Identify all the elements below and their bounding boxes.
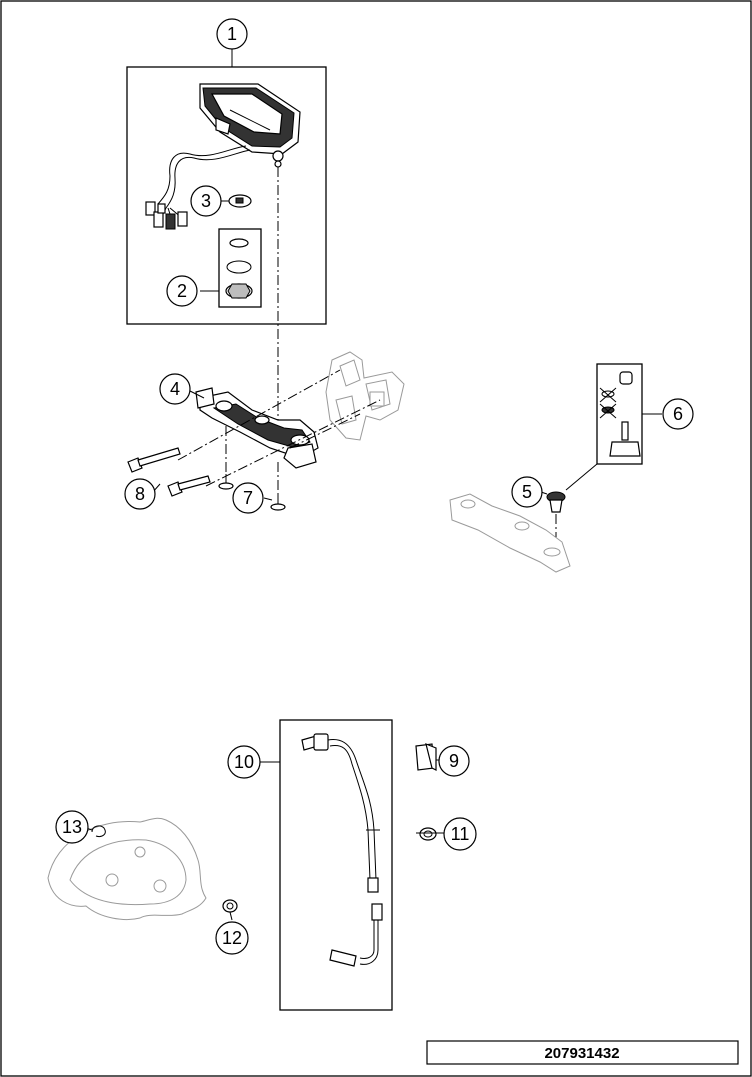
kit-frame-1 [126,66,327,325]
brake-disc-outline [47,817,207,920]
callout-9: 9 [438,745,470,777]
callout-7: 7 [232,482,264,514]
part-8-bolt-lower [167,475,211,497]
callout-13: 13 [55,810,89,844]
svg-text:2: 2 [177,281,187,301]
part-4-bracket [195,387,319,469]
kit-frame-10 [279,719,393,1011]
drawing-number: 207931432 [544,1045,619,1062]
callout-2: 2 [166,275,198,307]
svg-text:13: 13 [62,817,82,837]
callout-4: 4 [159,373,191,405]
svg-text:7: 7 [243,488,253,508]
lower-bracket-outline [449,493,571,573]
svg-text:12: 12 [222,928,242,948]
part-9-clip [415,743,437,771]
speedometer-unit [199,83,301,168]
callout-6: 6 [662,398,694,430]
svg-text:5: 5 [522,482,532,502]
part-2-seal-set [225,238,253,299]
part-7-screw-right [270,462,286,511]
part-10-speed-sensor-cable [301,733,383,967]
callout-8: 8 [124,478,156,510]
svg-text:1: 1 [227,24,237,44]
svg-text:4: 4 [170,379,180,399]
part-8-bolt-upper [127,447,181,473]
svg-text:9: 9 [449,751,459,771]
bracket-holder-outline [325,351,405,441]
part-6-components [599,371,641,457]
drawing-number-box: 207931432 [426,1040,739,1065]
part-13-retaining-ring [91,825,106,837]
callout-3: 3 [190,185,222,217]
speedometer-harness [145,145,251,230]
callout-5: 5 [511,476,543,508]
part-5-grommet [546,491,566,513]
svg-text:8: 8 [135,484,145,504]
part-12-bushing [222,899,238,913]
callout-10: 10 [227,745,261,779]
part-7-screw-left [218,474,234,490]
svg-text:10: 10 [234,752,254,772]
callout-1: 1 [216,18,248,50]
svg-text:6: 6 [673,404,683,424]
part-11-clip [419,827,437,841]
part-3-cap [228,194,252,208]
svg-text:3: 3 [201,191,211,211]
callout-12: 12 [215,921,249,955]
svg-text:11: 11 [451,824,470,844]
callout-11: 11 [443,817,477,851]
kit-frame-2 [218,228,262,308]
